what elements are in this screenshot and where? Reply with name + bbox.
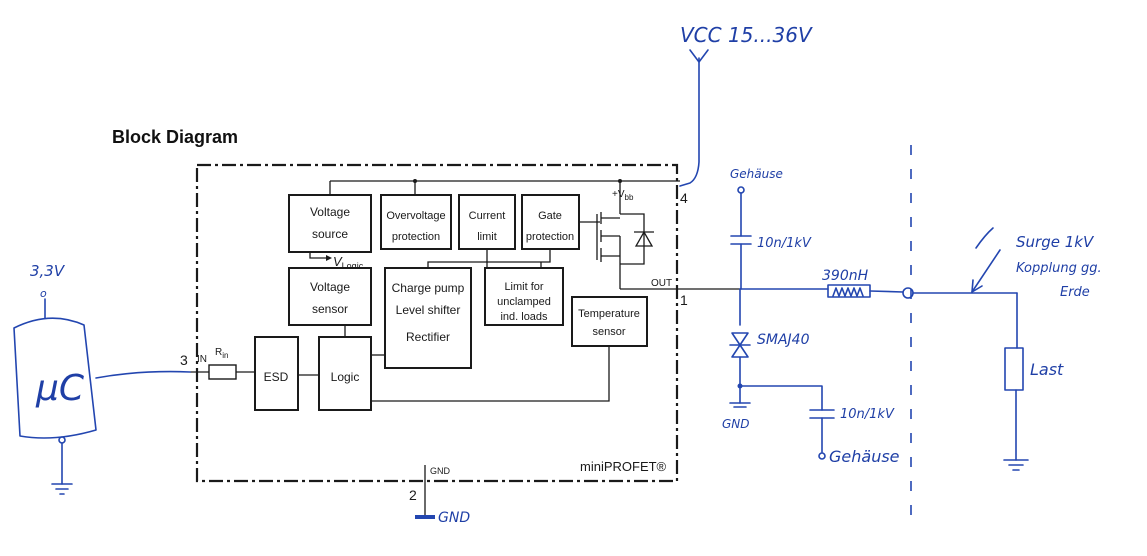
temperature-label-1: Temperature bbox=[578, 308, 640, 320]
load-label: Last bbox=[1030, 360, 1064, 379]
gnd-blue-label: GND bbox=[722, 417, 750, 431]
rin-label: Rin bbox=[215, 347, 228, 360]
load-resistor bbox=[1004, 347, 1024, 391]
inductor-winding bbox=[832, 287, 864, 297]
surge-arrow-line bbox=[971, 249, 1001, 293]
mcu-body bbox=[13, 317, 97, 439]
limit-label-3: ind. loads bbox=[500, 311, 548, 323]
out-label: OUT bbox=[651, 278, 672, 289]
gehause-bottom-label: Gehäuse bbox=[829, 447, 900, 466]
mcu-to-in-wire bbox=[95, 370, 191, 379]
gate-protection-block bbox=[521, 194, 580, 250]
charge-pump-label-3: Rectifier bbox=[406, 330, 450, 344]
surge-arrowhead bbox=[971, 279, 983, 293]
wire-current-limit-to-chargepump bbox=[427, 249, 488, 268]
gehause-top-terminal bbox=[737, 186, 745, 194]
mcu-label: µC bbox=[35, 368, 85, 409]
mcu-ground-terminal bbox=[58, 436, 66, 444]
voltage-sensor-label-2: sensor bbox=[312, 302, 348, 316]
chip-name: miniPROFET® bbox=[580, 459, 667, 474]
overvoltage-protection-block bbox=[380, 194, 452, 250]
junction-dot bbox=[413, 179, 417, 183]
tvs-label: SMAJ40 bbox=[757, 332, 810, 348]
v-logic-arrowhead bbox=[326, 255, 332, 261]
tvs-diode-symbol bbox=[731, 344, 749, 358]
gnd-bar bbox=[415, 515, 435, 519]
voltage-source-block bbox=[288, 194, 372, 253]
gnd-pin-label: GND bbox=[430, 466, 451, 476]
in-label: IN bbox=[197, 354, 207, 365]
pin-3-number: 3 bbox=[180, 352, 188, 368]
gnd-handwritten: GND bbox=[438, 510, 470, 526]
supply-3v3-label: 3,3V bbox=[30, 262, 66, 280]
overvoltage-label-2: protection bbox=[392, 231, 440, 243]
current-limit-block bbox=[458, 194, 516, 250]
gate-protection-label-2: protection bbox=[526, 231, 574, 243]
limit-unclamped-block bbox=[484, 267, 564, 326]
inductor-label: 390nH bbox=[822, 268, 869, 284]
diagram-title: Block Diagram bbox=[112, 127, 238, 147]
tvs-diode-symbol bbox=[731, 332, 749, 346]
voltage-sensor-block bbox=[288, 267, 372, 326]
vcc-wire bbox=[679, 57, 700, 187]
vcc-label: VCC 15...36V bbox=[680, 23, 813, 47]
rin-resistor bbox=[208, 364, 237, 380]
esd-block bbox=[254, 336, 299, 411]
pin-4-number: 4 bbox=[680, 190, 688, 206]
chip-boundary bbox=[195, 163, 679, 483]
kopplung-label-1: Kopplung gg. bbox=[1016, 261, 1102, 276]
supply-3v3-terminal: o bbox=[40, 287, 47, 300]
wire-temp-to-logic bbox=[371, 346, 610, 402]
voltage-source-label-2: source bbox=[312, 227, 348, 241]
power-mosfet-symbol bbox=[596, 212, 654, 289]
gehause-top-label: Gehäuse bbox=[730, 167, 783, 181]
vbb-label: +Vbb bbox=[612, 189, 634, 202]
temperature-sensor-block bbox=[571, 296, 648, 347]
esd-label: ESD bbox=[264, 370, 289, 384]
gate-protection-label-1: Gate bbox=[538, 210, 562, 222]
current-limit-label-1: Current bbox=[469, 210, 506, 222]
out-line-2 bbox=[869, 290, 904, 293]
cap-top-label: 10n/1kV bbox=[757, 236, 812, 251]
pin-2-number: 2 bbox=[409, 487, 417, 503]
surge-label: Surge 1kV bbox=[1016, 233, 1095, 251]
limit-label-1: Limit for bbox=[504, 281, 543, 293]
temperature-label-2: sensor bbox=[592, 326, 625, 338]
wire-gate-to-limit bbox=[486, 249, 551, 268]
voltage-sensor-label-1: Voltage bbox=[310, 280, 350, 294]
v-logic-label: VLogic bbox=[333, 254, 364, 271]
limit-label-2: unclamped bbox=[497, 296, 551, 308]
cap-bottom-label: 10n/1kV bbox=[840, 407, 895, 422]
logic-label: Logic bbox=[331, 370, 360, 384]
overvoltage-label-1: Overvoltage bbox=[386, 210, 445, 222]
pin-1-number: 1 bbox=[680, 292, 688, 308]
charge-pump-label-1: Charge pump bbox=[392, 281, 465, 295]
gehause-bottom-terminal bbox=[818, 452, 826, 460]
voltage-source-label-1: Voltage bbox=[310, 205, 350, 219]
surge-stroke bbox=[975, 227, 994, 249]
charge-pump-block bbox=[384, 267, 472, 369]
junction-dot bbox=[618, 179, 622, 183]
charge-pump-label-2: Level shifter bbox=[396, 303, 461, 317]
current-limit-label-2: limit bbox=[477, 231, 497, 243]
kopplung-label-2: Erde bbox=[1060, 285, 1090, 300]
v-logic-arrow-line bbox=[309, 252, 326, 259]
logic-block bbox=[318, 336, 372, 411]
cap-bottom-wire bbox=[739, 385, 823, 411]
